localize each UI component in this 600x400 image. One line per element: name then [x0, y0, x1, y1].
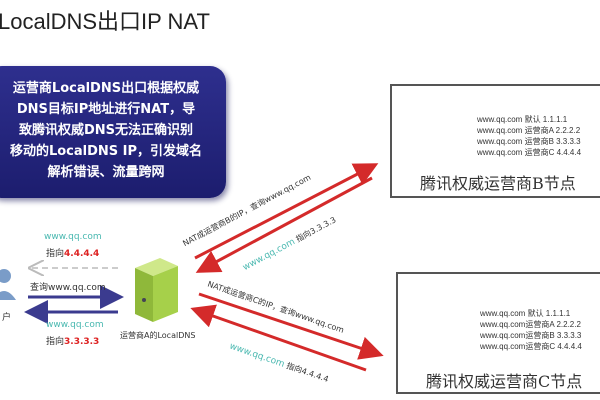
- arrow-from-nodeB: [195, 176, 373, 273]
- dns-record: www.qq.com 运营商C 4.4.4.4: [477, 148, 582, 157]
- dns-record: www.qq.com运营商C 4.4.4.4: [480, 342, 582, 351]
- callout-line: 解析错误、流量跨网: [47, 165, 165, 180]
- dns-record: www.qq.com运营商B 3.3.3.3: [480, 331, 582, 340]
- callout-line: 运营商LocalDNS出口根据权威: [12, 81, 200, 96]
- nodeC-label: 腾讯权威运营商C节点: [426, 372, 583, 391]
- localdns-server-icon: [135, 258, 178, 322]
- dns-record: www.qq.com 默认 1.1.1.1: [477, 115, 568, 124]
- user-icon: [0, 269, 16, 300]
- resp2-target: 指向3.3.3.3: [46, 337, 100, 347]
- resp1-domain: www.qq.com: [44, 232, 102, 242]
- nodeB-box: www.qq.com 默认 1.1.1.1 www.qq.com 运营商A 2.…: [390, 84, 600, 198]
- nodeC-box: www.qq.com 默认 1.1.1.1 www.qq.com运营商A 2.2…: [396, 272, 600, 394]
- localdns-label: 运营商A的LocalDNS: [120, 331, 196, 340]
- dns-record: www.qq.com 运营商A 2.2.2.2: [477, 126, 581, 135]
- dns-record: www.qq.com运营商A 2.2.2.2: [480, 320, 581, 329]
- arrow-to-nodeC: [198, 292, 384, 360]
- resp2-domain: www.qq.com: [46, 320, 104, 330]
- resp1-target: 指向4.4.4.4: [46, 249, 100, 259]
- arrow-from-nodeC: [190, 304, 367, 372]
- callout-line: 致腾讯权威DNS无法正确识别: [18, 123, 194, 138]
- user-label: 户: [2, 313, 12, 323]
- page-title: LocalDNS出口IP NAT: [0, 9, 210, 34]
- dns-record: www.qq.com 默认 1.1.1.1: [480, 309, 571, 318]
- arrow-to-nodeB: [194, 163, 379, 260]
- callout-line: DNS目标IP地址进行NAT，导: [16, 102, 196, 117]
- callout-line: 移动的LocalDNS IP，引发域名: [9, 144, 203, 159]
- callout-box: 运营商LocalDNS出口根据权威 DNS目标IP地址进行NAT，导 致腾讯权威…: [0, 66, 226, 198]
- nodeB-label: 腾讯权威运营商B节点: [420, 174, 576, 193]
- query-label: 查询www.qq.com: [30, 283, 106, 293]
- dns-record: www.qq.com 运营商B 3.3.3.3: [477, 137, 581, 146]
